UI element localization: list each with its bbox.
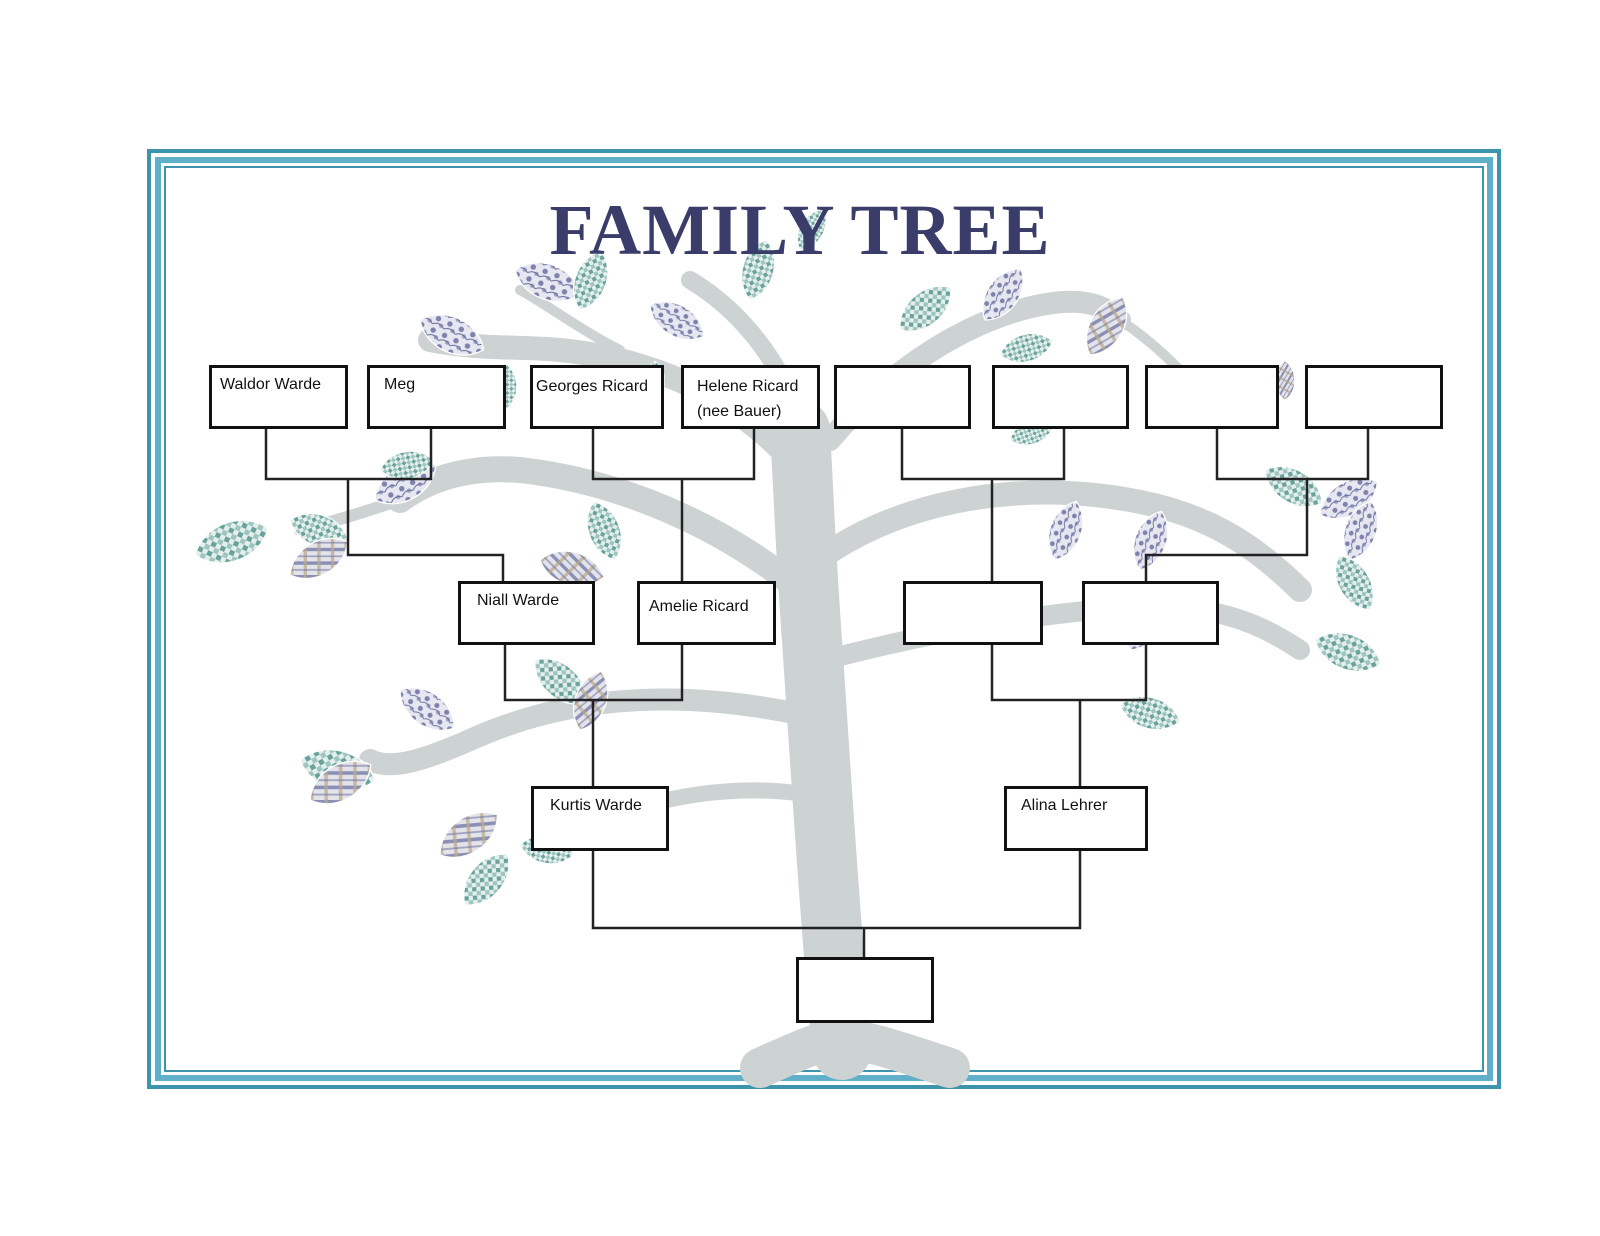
connector-right-grandparents-2 xyxy=(1144,427,1370,583)
person-box-empty-gen3-5[interactable] xyxy=(834,365,971,429)
person-name: Helene Ricard xyxy=(697,378,799,395)
connector-kurtis-parents xyxy=(503,644,684,787)
person-name: Niall Warde xyxy=(477,592,560,609)
person-maiden-name: (nee Bauer) xyxy=(697,403,782,420)
person-name: Amelie Ricard xyxy=(649,598,749,615)
person-box-waldor-warde[interactable]: Waldor Warde xyxy=(209,365,348,429)
person-box-helene-ricard[interactable]: Helene Ricard (nee Bauer) xyxy=(681,365,820,429)
outer-frame-border xyxy=(147,149,1501,1089)
connector-root-parents xyxy=(591,848,1082,958)
person-name: Waldor Warde xyxy=(220,376,322,393)
person-box-empty-gen3-8[interactable] xyxy=(1305,365,1443,429)
person-box-georges-ricard[interactable]: Georges Ricard xyxy=(530,365,664,429)
person-box-meg[interactable]: Meg xyxy=(367,365,506,429)
person-box-empty-gen2-4[interactable] xyxy=(1082,581,1219,645)
person-box-empty-gen3-6[interactable] xyxy=(992,365,1129,429)
page-title: FAMILY TREE xyxy=(549,190,1051,270)
middle-frame-border xyxy=(155,157,1493,1081)
connector-warde-grandparents xyxy=(264,427,505,583)
connector-alina-parents xyxy=(990,644,1148,787)
person-name: Kurtis Warde xyxy=(550,797,642,814)
person-name: Alina Lehrer xyxy=(1021,797,1108,814)
person-box-root[interactable] xyxy=(796,957,934,1023)
person-box-kurtis-warde[interactable]: Kurtis Warde xyxy=(531,786,669,851)
person-box-amelie-ricard[interactable]: Amelie Ricard xyxy=(637,581,776,645)
person-name: Meg xyxy=(384,376,416,393)
person-box-empty-gen3-7[interactable] xyxy=(1145,365,1279,429)
connector-right-grandparents-1 xyxy=(900,427,1066,583)
connector-ricard-grandparents xyxy=(591,427,756,583)
person-box-niall-warde[interactable]: Niall Warde xyxy=(458,581,595,645)
person-name: Georges Ricard xyxy=(536,378,649,395)
person-box-alina-lehrer[interactable]: Alina Lehrer xyxy=(1004,786,1148,851)
person-box-empty-gen2-3[interactable] xyxy=(903,581,1043,645)
